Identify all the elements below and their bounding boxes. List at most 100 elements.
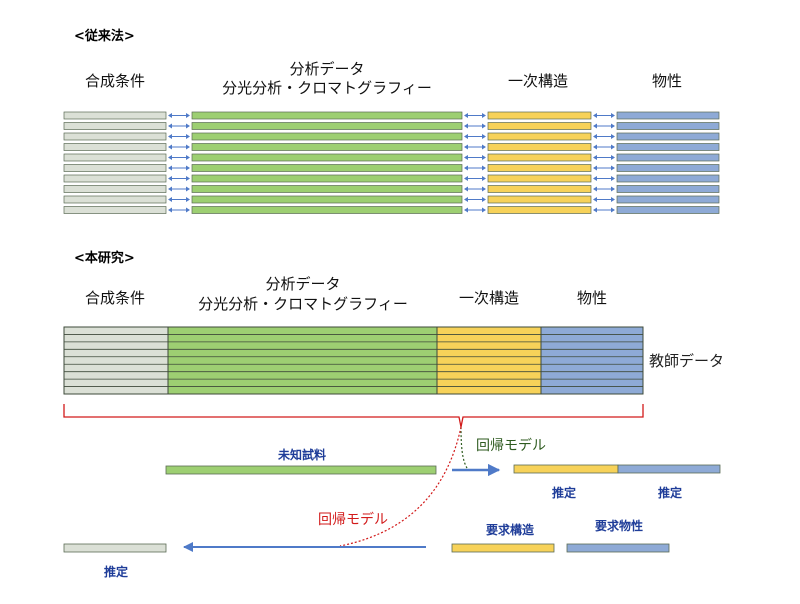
conventional-row-segment xyxy=(63,153,167,162)
arrow-right-head xyxy=(611,155,615,160)
conventional-row-segment xyxy=(191,185,463,193)
arrow-left-head xyxy=(593,144,597,150)
arrow-left-head xyxy=(168,207,172,213)
arrow-right-head xyxy=(611,186,615,192)
arrow-left-head xyxy=(593,186,597,192)
conventional-row-segment xyxy=(616,111,720,120)
arrow-right-head xyxy=(186,123,190,129)
teacher-data-label: 教師データ xyxy=(649,352,724,370)
arrow-right-head xyxy=(482,134,486,139)
arrow-right-head xyxy=(482,155,486,160)
arrow-right-head xyxy=(186,144,190,150)
arrow-left-head xyxy=(168,134,172,139)
conventional-row-segment xyxy=(63,111,167,120)
conventional-row-segment xyxy=(616,132,720,141)
arrow-right-head xyxy=(482,207,486,213)
conventional-row-segment xyxy=(63,164,167,172)
arrow-right-head xyxy=(611,144,615,150)
arrow-left-head xyxy=(593,197,597,202)
conventional-row-segment xyxy=(487,111,592,120)
conventional-row-segment xyxy=(487,174,592,183)
arrow-right-head xyxy=(186,113,190,118)
arrow-right-head xyxy=(482,113,486,118)
proposed-header-analysis-1: 分析データ xyxy=(265,275,340,293)
arrow-left-head xyxy=(464,123,468,129)
required-structure-label: 要求構造 xyxy=(486,522,535,537)
proposed-header-property: 物性 xyxy=(577,289,607,307)
conventional-header-structure: 一次構造 xyxy=(508,72,568,90)
required-property-bar xyxy=(566,543,670,553)
arrow-right-head xyxy=(186,134,190,139)
estimated-synthesis-bar xyxy=(63,543,167,553)
arrow-left-head xyxy=(593,134,597,139)
arrow-right-head xyxy=(611,134,615,139)
estimate-structure-label: 推定 xyxy=(552,485,576,500)
conventional-header-synthesis: 合成条件 xyxy=(85,72,145,90)
arrow-right-head xyxy=(611,123,615,129)
conventional-row-segment xyxy=(191,132,463,141)
arrow-left-head xyxy=(593,113,597,118)
conventional-row-segment xyxy=(191,164,463,172)
proposed-section-title: <本研究> xyxy=(74,250,135,266)
conventional-row-segment xyxy=(616,153,720,162)
arrow-left-head xyxy=(593,176,597,181)
arrow-left-head xyxy=(593,165,597,171)
conventional-row-segment xyxy=(487,122,592,130)
teacher-data-column xyxy=(436,326,542,395)
arrow-left-head xyxy=(593,207,597,213)
arrow-left-head xyxy=(168,123,172,129)
estimated-structure-bar xyxy=(513,464,619,474)
conventional-row-segment xyxy=(616,195,720,204)
teacher-data-column xyxy=(63,326,169,395)
arrow-left-head xyxy=(168,197,172,202)
conventional-row-segment xyxy=(616,174,720,183)
conventional-header-property: 物性 xyxy=(652,72,682,90)
arrow-left-head xyxy=(464,134,468,139)
proposed-header-analysis-2: 分光分析・クロマトグラフィー xyxy=(198,295,408,313)
arrow-right-head xyxy=(482,165,486,171)
conventional-row-segment xyxy=(487,185,592,193)
conventional-header-analysis-1: 分析データ xyxy=(289,60,364,78)
conventional-row-segment xyxy=(63,174,167,183)
required-structure-bar xyxy=(451,543,555,553)
conventional-row-segment xyxy=(191,153,463,162)
required-property-label: 要求物性 xyxy=(595,518,643,533)
conventional-row-segment xyxy=(63,132,167,141)
arrow-right-head xyxy=(186,155,190,160)
arrow-left-head xyxy=(168,144,172,150)
arrow-left-head xyxy=(464,186,468,192)
arrow-right-head xyxy=(186,186,190,192)
arrow-right-head xyxy=(611,176,615,181)
arrow-right-head xyxy=(186,197,190,202)
conventional-row-segment xyxy=(487,164,592,172)
proposed-header-synthesis: 合成条件 xyxy=(85,289,145,307)
conventional-data-rows xyxy=(63,111,720,214)
conventional-row-segment xyxy=(191,174,463,183)
teacher-data-column xyxy=(167,326,438,395)
arrow-left-head xyxy=(464,113,468,118)
conventional-row-segment xyxy=(487,206,592,214)
arrow-left-head xyxy=(464,197,468,202)
arrow-right-head xyxy=(186,165,190,171)
arrow-right-head xyxy=(611,207,615,213)
arrow-right-head xyxy=(611,113,615,118)
conventional-row-segment xyxy=(63,143,167,151)
regression-top-curve xyxy=(460,426,468,469)
regression-bottom-curve xyxy=(339,426,462,547)
arrow-right-head xyxy=(611,165,615,171)
arrow-right-head xyxy=(482,186,486,192)
conventional-row-segment xyxy=(487,195,592,204)
conventional-section-title: <従来法> xyxy=(74,28,135,44)
estimate-property-label: 推定 xyxy=(658,485,682,500)
arrow-left-head xyxy=(168,186,172,192)
arrow-left-head xyxy=(168,176,172,181)
arrow-right-head xyxy=(186,207,190,213)
regression-model-bottom-label: 回帰モデル xyxy=(318,511,388,528)
unknown-sample-bar xyxy=(165,465,437,475)
conventional-header-analysis-2: 分光分析・クロマトグラフィー xyxy=(222,79,432,97)
conventional-row-segment xyxy=(487,153,592,162)
conventional-row-segment xyxy=(616,185,720,193)
arrow-left-head xyxy=(593,155,597,160)
